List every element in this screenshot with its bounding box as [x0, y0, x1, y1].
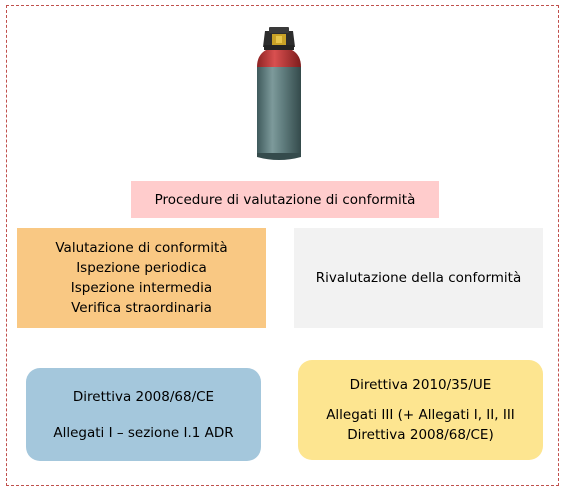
evaluation-line-extraordinary: Verifica straordinaria: [71, 300, 212, 316]
evaluation-line-conformity: Valutazione di conformità: [55, 240, 228, 256]
directive-right-annex-line2: Direttiva 2008/68/CE): [347, 427, 494, 443]
revaluation-label: Rivalutazione della conformità: [315, 270, 522, 286]
directive-left-title: Direttiva 2008/68/CE: [72, 388, 215, 405]
directive-right-title: Direttiva 2010/35/UE: [349, 377, 492, 393]
procedure-title-box: Procedure di valutazione di conformità: [131, 181, 439, 218]
directive-2008-box: Direttiva 2008/68/CE Allegati I – sezion…: [26, 368, 261, 461]
directive-left-annex: Allegati I – sezione I.1 ADR: [53, 424, 234, 441]
evaluation-box: Valutazione di conformità Ispezione peri…: [17, 228, 266, 328]
directive-right-annex-line1: Allegati III (+ Allegati I, II, III: [326, 407, 515, 423]
diagram-frame: [6, 5, 559, 486]
gas-cylinder-icon: [257, 27, 301, 160]
procedure-title: Procedure di valutazione di conformità: [154, 191, 416, 208]
revaluation-box: Rivalutazione della conformità: [294, 228, 543, 328]
evaluation-line-periodic: Ispezione periodica: [76, 260, 207, 276]
evaluation-line-intermediate: Ispezione intermedia: [70, 280, 213, 296]
directive-2010-box: Direttiva 2010/35/UE Allegati III (+ All…: [298, 360, 543, 460]
